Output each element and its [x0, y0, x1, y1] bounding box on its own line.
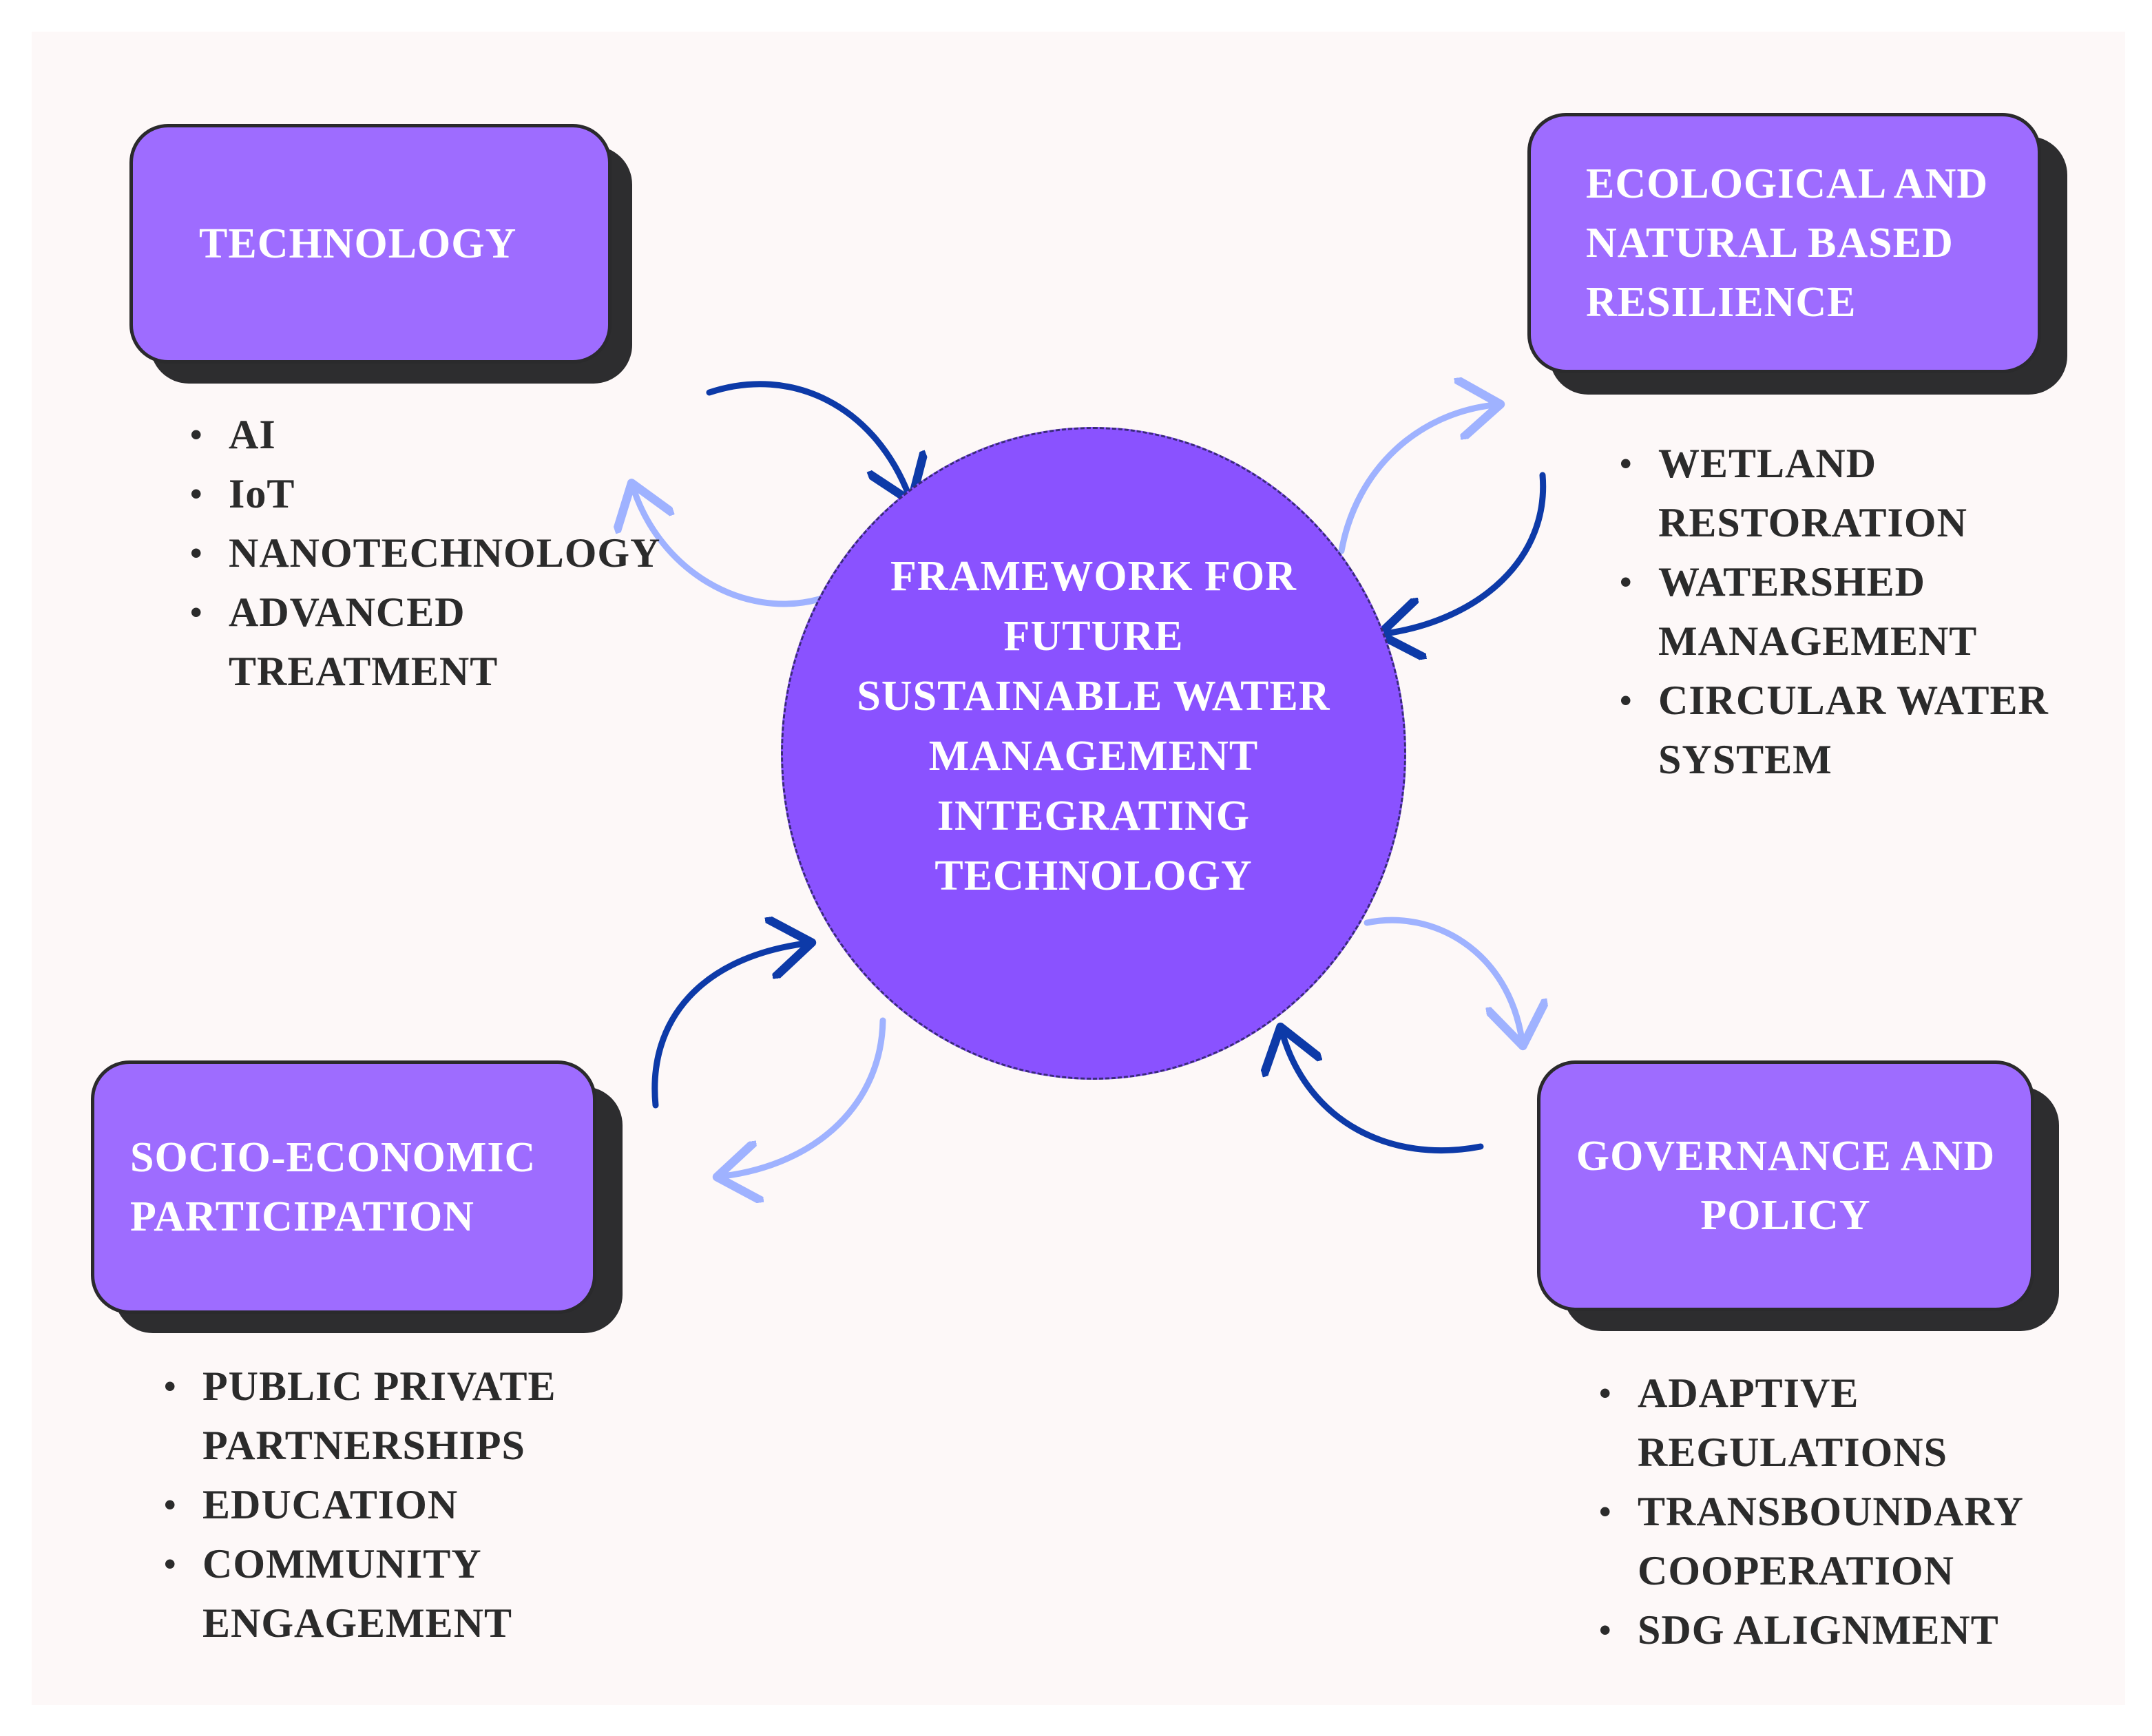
- ecological-list: WETLAND RESTORATION WATERSHED MANAGEMENT…: [1620, 434, 2049, 789]
- list-item: AI: [190, 405, 660, 464]
- list-item: CIRCULAR WATER SYSTEM: [1620, 671, 2049, 789]
- framework-hub-circle: FRAMEWORK FOR FUTURE SUSTAINABLE WATER M…: [781, 427, 1406, 1080]
- hub-title: FRAMEWORK FOR FUTURE SUSTAINABLE WATER M…: [857, 553, 1330, 899]
- governance-list: ADAPTIVE REGULATIONS TRANSBOUNDARY COOPE…: [1599, 1363, 2024, 1660]
- ecological-card: ECOLOGICAL AND NATURAL BASED RESILIENCE: [1527, 113, 2041, 373]
- technology-list: AI IoT NANOTECHNOLOGY ADVANCED TREATMENT: [190, 405, 660, 701]
- list-item: ADAPTIVE REGULATIONS: [1599, 1363, 2024, 1482]
- list-item: ADVANCED TREATMENT: [190, 583, 660, 701]
- governance-card-title: GOVERNANCE AND POLICY: [1576, 1133, 1996, 1239]
- socio-card-title: SOCIO-ECONOMIC PARTICIPATION: [130, 1134, 536, 1240]
- governance-card: GOVERNANCE AND POLICY: [1537, 1060, 2034, 1311]
- list-item: NANOTECHNOLOGY: [190, 523, 660, 583]
- technology-card-title: TECHNOLOGY: [199, 220, 517, 267]
- list-item: IoT: [190, 464, 660, 523]
- list-item: WATERSHED MANAGEMENT: [1620, 552, 2049, 671]
- technology-card: TECHNOLOGY: [129, 124, 612, 364]
- list-item: WETLAND RESTORATION: [1620, 434, 2049, 552]
- ecological-card-title: ECOLOGICAL AND NATURAL BASED RESILIENCE: [1586, 160, 1989, 326]
- socio-card: SOCIO-ECONOMIC PARTICIPATION: [91, 1060, 596, 1314]
- list-item: PUBLIC PRIVATE PARTNERSHIPS: [164, 1357, 556, 1475]
- list-item: EDUCATION: [164, 1475, 556, 1534]
- list-item: COMMUNITY ENGAGEMENT: [164, 1534, 556, 1653]
- list-item: TRANSBOUNDARY COOPERATION: [1599, 1482, 2024, 1600]
- list-item: SDG ALIGNMENT: [1599, 1600, 2024, 1660]
- socio-list: PUBLIC PRIVATE PARTNERSHIPS EDUCATION CO…: [164, 1357, 556, 1653]
